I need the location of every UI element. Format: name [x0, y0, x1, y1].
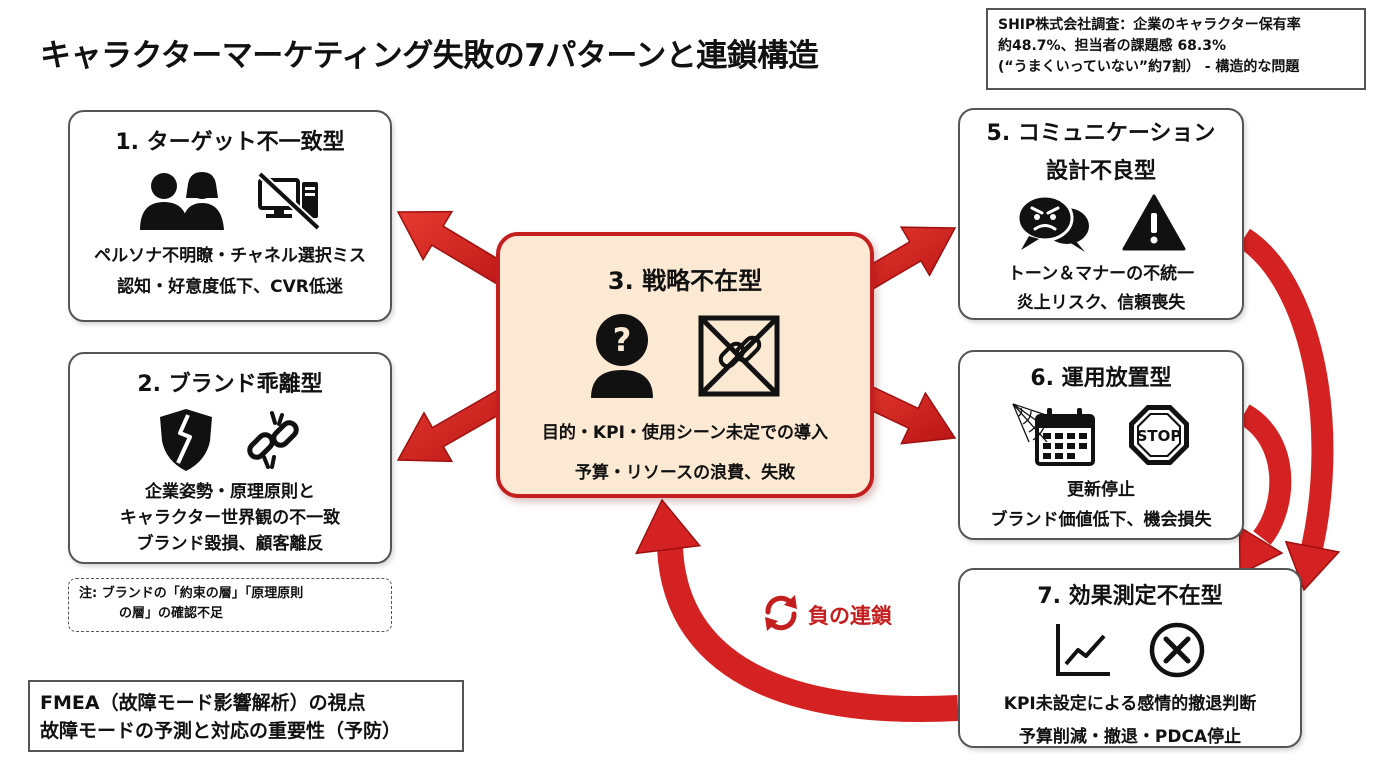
- stop-sign-icon: STOP: [1127, 403, 1191, 471]
- card-line-1: ペルソナ不明瞭・チャネル選択ミス: [94, 246, 366, 266]
- card-line-1: 更新停止: [1067, 480, 1135, 500]
- card-line-2: 予算・リソースの浪費、失敗: [574, 463, 796, 483]
- fmea-line-2: 故障モードの予測と対応の重要性（予防）: [40, 720, 402, 742]
- svg-text:?: ?: [613, 321, 632, 359]
- arrow-7-to-center-head: [635, 498, 702, 555]
- survey-box: SHIP株式会社調査：企業のキャラクター保有率 約48.7%、担当者の課題感 6…: [986, 8, 1366, 90]
- arrow-6-to-7-head: [1238, 525, 1284, 576]
- negative-chain-label: 負の連鎖: [760, 592, 892, 638]
- x-circle-icon: [1148, 621, 1206, 683]
- card-title: 3. 戦略不在型: [607, 267, 763, 295]
- card-line-2: キャラクター世界観の不一致: [119, 508, 341, 528]
- angry-speech-icon: [1015, 192, 1091, 258]
- page-title: キャラクターマーケティング失敗の7パターンと連鎖構造: [40, 38, 819, 74]
- card-line-3: ブランド毀損、顧客離反: [136, 534, 324, 554]
- card-title: 6. 運用放置型: [1030, 366, 1172, 391]
- card-line-1: 企業姿勢・原理原則と: [145, 482, 315, 502]
- question-person-icon: ?: [587, 312, 657, 404]
- arrow-5-to-7: [1237, 228, 1334, 551]
- chain-label-text: 負の連鎖: [808, 604, 892, 628]
- no-screen-icon: [256, 170, 322, 236]
- card-communication-design: 5. コミュニケーション 設計不良型 トーン＆マナーの不統一 炎: [958, 108, 1244, 320]
- broken-shield-icon: [156, 407, 216, 477]
- card-line-1: トーン＆マナーの不統一: [1007, 264, 1195, 284]
- broken-link-icon: [242, 409, 304, 475]
- fmea-box: FMEA（故障モード影響解析）の視点 故障モードの予測と対応の重要性（予防）: [28, 680, 464, 752]
- arrow-6-to-7: [1237, 404, 1292, 545]
- card-strategy-absence: 3. 戦略不在型 ? 目的・KPI・使用シーン未定での導入 予算・リソースの浪費…: [496, 232, 874, 498]
- card-no-measurement: 7. 効果測定不在型 KPI未設定による感情的撤退判断 予算削減・撤退・PDCA…: [958, 568, 1302, 748]
- card-line-2: 予算削減・撤退・PDCA停止: [1018, 727, 1242, 747]
- card-title-line-2: 設計不良型: [1045, 159, 1156, 184]
- brand-layer-note: 注: ブランドの「約束の層」「原理原則 の層」の確認不足: [68, 578, 392, 632]
- cobweb-calendar-icon: [1011, 402, 1097, 472]
- stop-sign-text: STOP: [1137, 427, 1182, 445]
- survey-line-3: (“うまくいっていない”約7割） - 構造的な問題: [998, 59, 1300, 75]
- card-brand-divergence: 2. ブランド乖離型 企業姿勢・原理原則と キャラクター世界観の不一致 ブランド…: [68, 352, 392, 564]
- crossed-box-icon: [695, 312, 783, 404]
- two-people-icon: [138, 170, 230, 236]
- arrow-5-to-7-head: [1284, 540, 1341, 592]
- card-title: 1. ターゲット不一致型: [115, 130, 345, 155]
- line-graph-icon: [1054, 622, 1112, 682]
- fmea-line-1: FMEA（故障モード影響解析）の視点: [40, 692, 366, 714]
- card-line-1: KPI未設定による感情的撤退判断: [1003, 694, 1257, 714]
- warning-icon: [1121, 193, 1187, 257]
- card-title: 2. ブランド乖離型: [137, 372, 323, 397]
- card-line-2: 認知・好意度低下、CVR低迷: [117, 277, 343, 297]
- card-title: 7. 効果測定不在型: [1037, 584, 1223, 609]
- card-target-mismatch: 1. ターゲット不一致型 ペルソナ不明瞭・チャネル選択: [68, 110, 392, 322]
- survey-line-1: SHIP株式会社調査：企業のキャラクター保有率: [998, 17, 1301, 33]
- cycle-arrows-icon: [760, 592, 802, 638]
- note-line-2: の層」の確認不足: [119, 606, 224, 621]
- card-line-2: ブランド価値低下、機会損失: [990, 510, 1212, 530]
- note-line-1: 注: ブランドの「約束の層」「原理原則: [79, 586, 304, 601]
- arrow-7-to-center: [657, 547, 959, 723]
- survey-line-2: 約48.7%、担当者の課題感 68.3%: [998, 38, 1227, 54]
- card-line-1: 目的・KPI・使用シーン未定での導入: [541, 423, 829, 443]
- card-title-line-1: 5. コミュニケーション: [986, 121, 1216, 146]
- card-line-2: 炎上リスク、信頼喪失: [1016, 293, 1186, 313]
- card-operation-neglect: 6. 運用放置型: [958, 350, 1244, 540]
